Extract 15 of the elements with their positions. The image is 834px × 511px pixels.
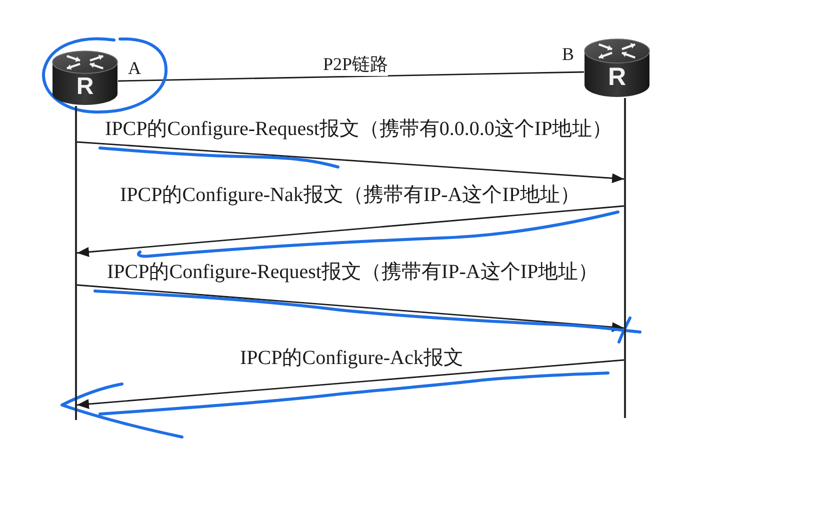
participant-label: B: [562, 44, 574, 64]
message-arrow: [76, 284, 624, 332]
message-arrow: [76, 359, 624, 409]
link-line: [118, 71, 584, 82]
message-arrow: [76, 141, 624, 184]
participant-label: A: [128, 58, 141, 78]
lifeline: [75, 106, 77, 420]
message-arrow: [76, 205, 624, 257]
router-letter: R: [606, 65, 628, 90]
message-label: IPCP的Configure-Ack报文: [240, 346, 464, 370]
router-letter: R: [75, 75, 95, 100]
message-label: IPCP的Configure-Request报文（携带有IP-A这个IP地址）: [107, 260, 598, 284]
message-label: IPCP的Configure-Nak报文（携带有IP-A这个IP地址）: [120, 182, 580, 207]
message-label: IPCP的Configure-Request报文（携带有0.0.0.0这个IP地址）: [105, 116, 612, 141]
lifeline: [624, 98, 626, 418]
